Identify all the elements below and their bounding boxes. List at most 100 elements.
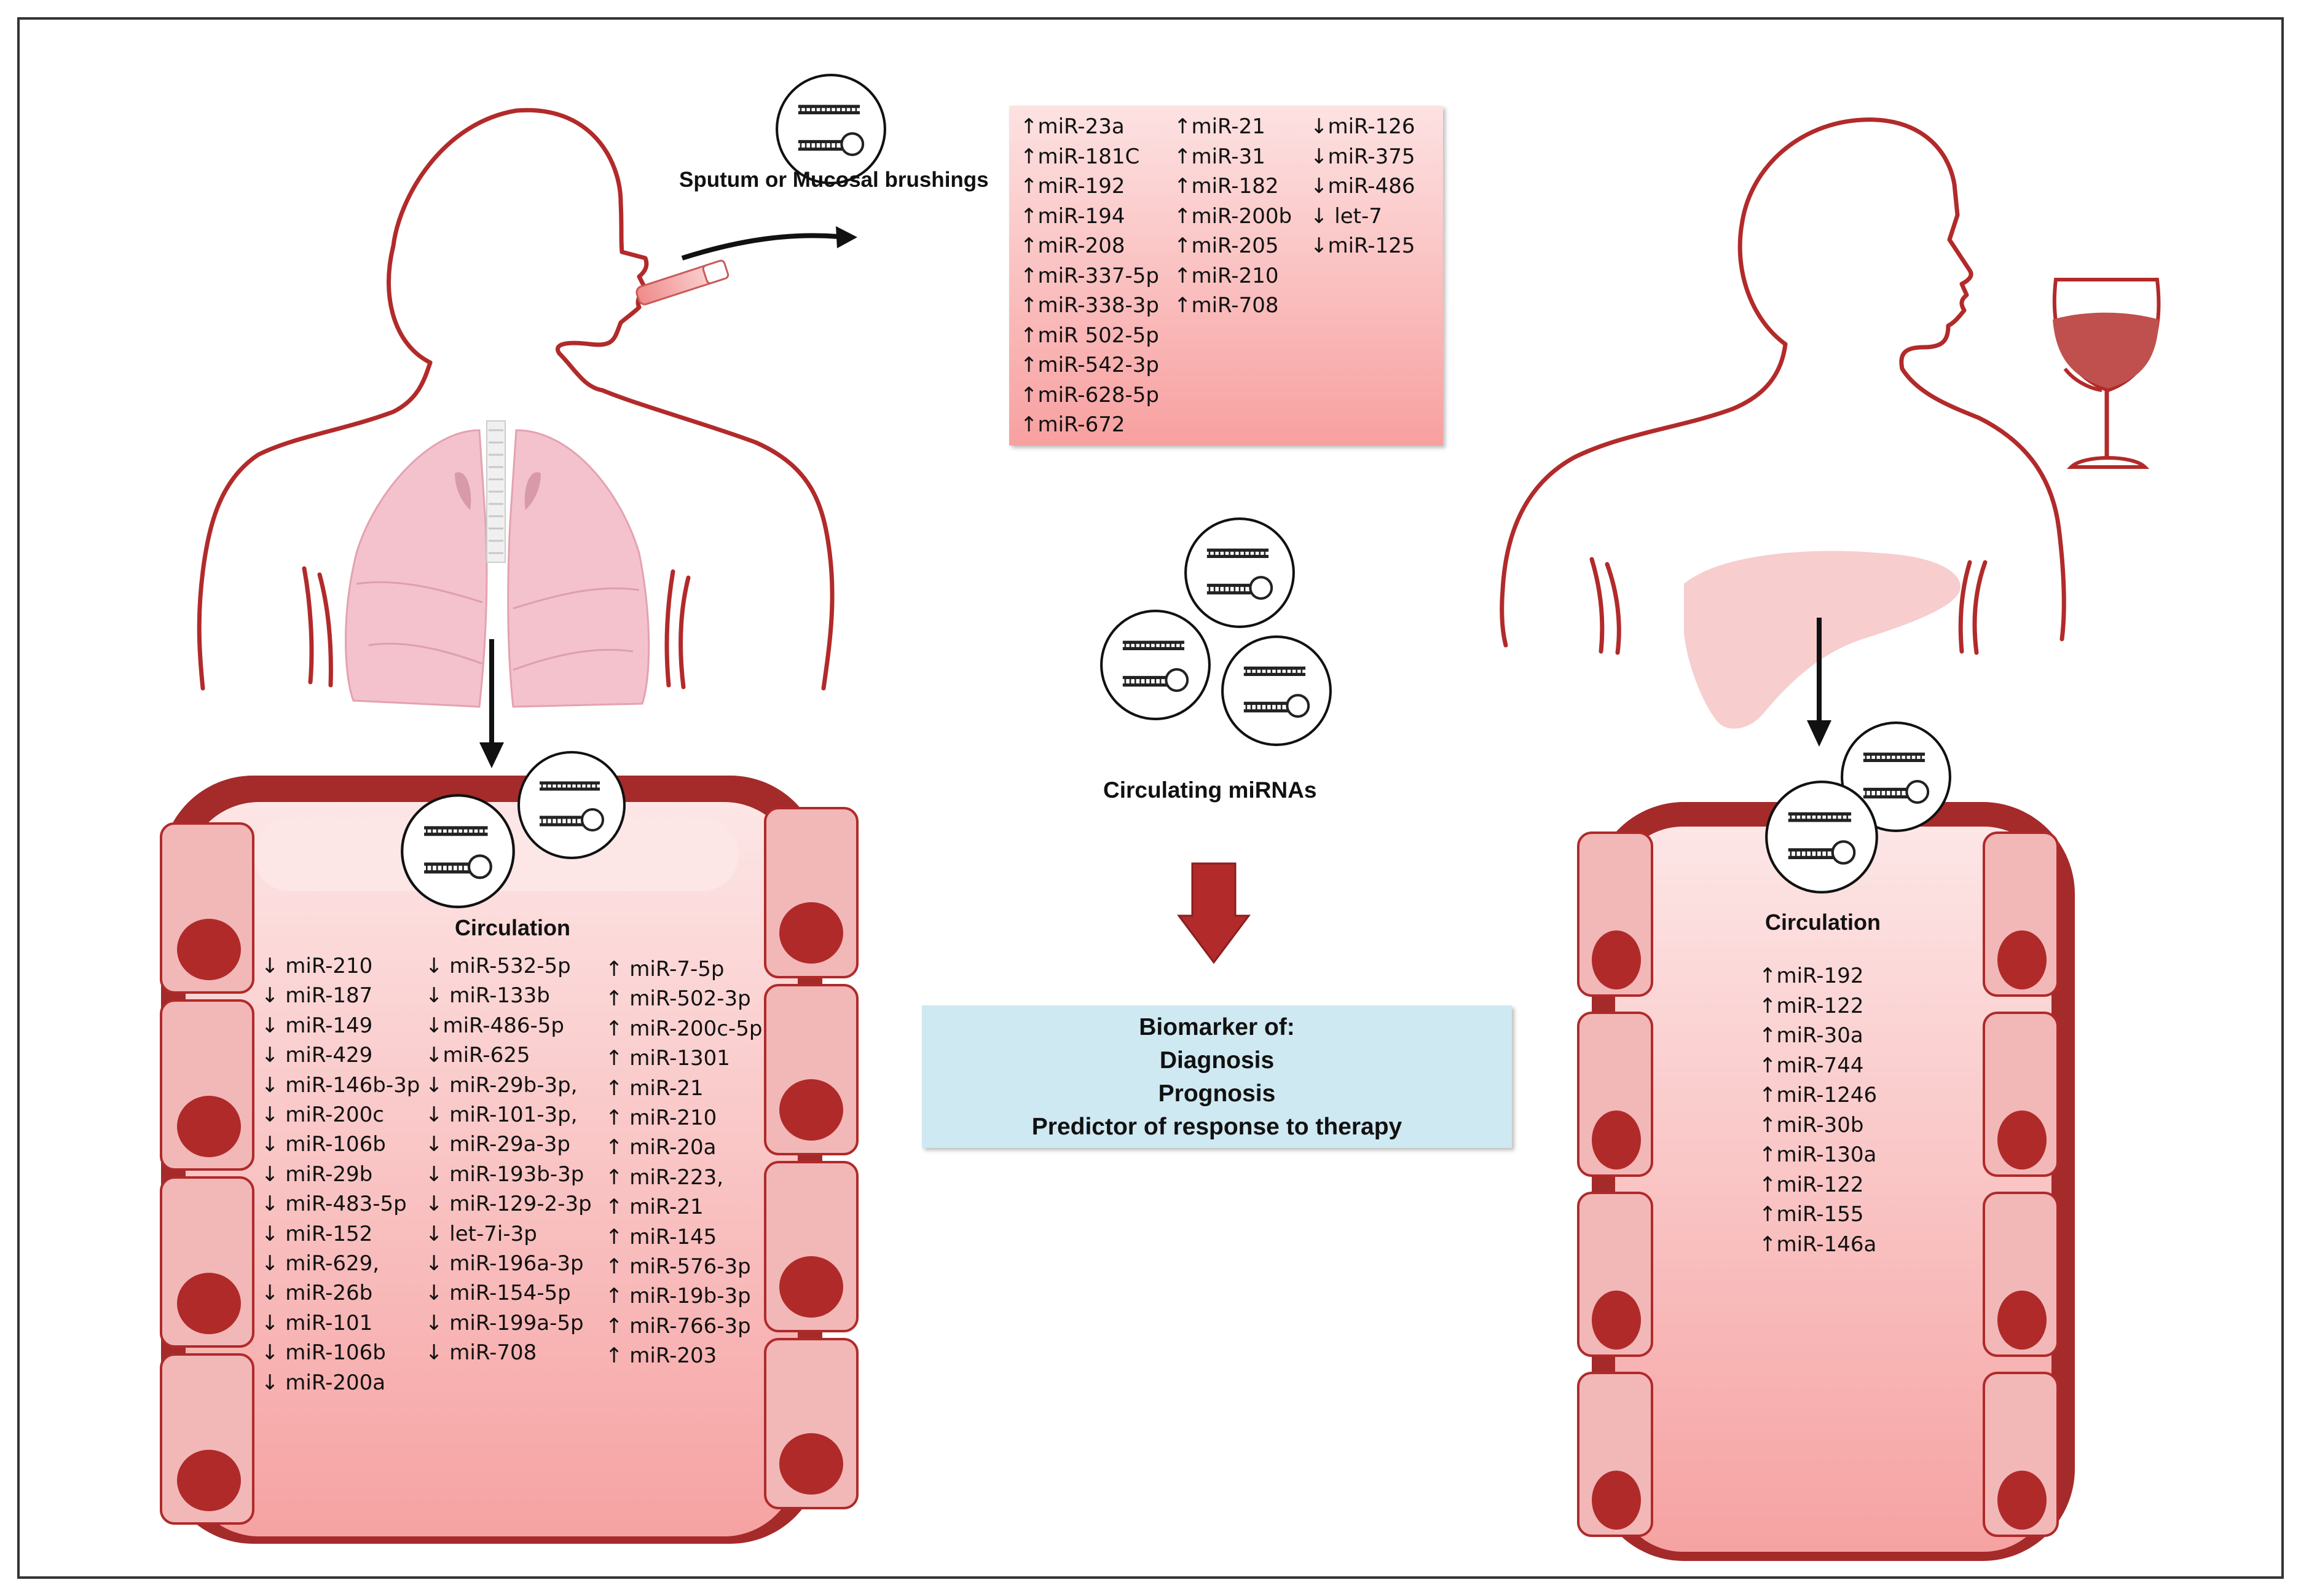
liver-circulation-mirna-item: ↑miR-1246 xyxy=(1759,1083,1878,1107)
lung-circulation-mirna-item: ↓ miR-29b xyxy=(261,1162,373,1187)
mirna-icon-liver-2 xyxy=(1766,782,1877,892)
lung-circulation-mirna-item: ↓ miR-429 xyxy=(261,1043,373,1068)
sputum-mirna-item: ↑miR-200b xyxy=(1174,203,1292,229)
biomarker-box: Biomarker of: Diagnosis Prognosis Predic… xyxy=(922,1005,1512,1148)
lung-circulation-mirna-item: ↓ miR-129-2-3p xyxy=(425,1192,592,1217)
lung-circulation-mirna-item: ↓ miR-154-5p xyxy=(425,1281,571,1306)
lungs-illustration xyxy=(345,420,650,708)
lung-circulation-mirna-item: ↓ miR-149 xyxy=(261,1013,373,1038)
lung-circulation-mirna-item: ↓ miR-200c xyxy=(261,1103,384,1128)
sputum-mirna-item: ↑miR-31 xyxy=(1174,144,1265,169)
lung-circulation-mirna-item: ↓ miR-708 xyxy=(425,1340,537,1366)
mirna-icon-lung-1 xyxy=(519,752,624,858)
sputum-mirna-item: ↑miR 502-5p xyxy=(1020,323,1159,348)
sputum-mirna-item: ↑miR-182 xyxy=(1174,174,1279,199)
lung-circulation-mirna-item: ↓ miR-483-5p xyxy=(261,1192,407,1217)
lung-circulation-mirna-item: ↑ miR-19b-3p xyxy=(605,1284,751,1309)
lung-circulation-mirna-item: ↓ miR-133b xyxy=(425,983,550,1008)
sputum-list-col2: ↑miR-21 ↑miR-31 ↑miR-182 ↑miR-200b ↑miR-205 ↑… xyxy=(1174,112,1292,321)
right-blood-vessel xyxy=(1577,802,2075,1561)
liver-circulation-mirna-item: ↑miR-122 xyxy=(1759,1172,1864,1197)
right-person-outline xyxy=(1500,117,2066,655)
sputum-mirna-item: ↑miR-542-3p xyxy=(1020,353,1159,377)
left-blood-vessel xyxy=(160,776,859,1544)
sputum-mirna-item: ↑miR-192 xyxy=(1020,174,1125,199)
down-block-arrow xyxy=(1177,862,1251,964)
sputum-mirna-item: ↑miR-23a xyxy=(1020,114,1125,139)
wine-glass-icon xyxy=(2052,278,2161,469)
lung-circulation-mirna-item: ↑ miR-576-3p xyxy=(605,1254,751,1280)
sputum-mirna-item: ↑miR-672 xyxy=(1020,412,1125,437)
sputum-mirna-item: ↓ let-7 xyxy=(1310,203,1382,229)
circulating-mirnas-label: Circulating miRNAs xyxy=(1103,777,1317,803)
lung-circulation-mirna-item: ↓miR-625 xyxy=(425,1043,530,1068)
biomarker-diagnosis: Diagnosis xyxy=(1159,1047,1275,1074)
lung-circulation-mirna-item: ↓ let-7i-3p xyxy=(425,1221,537,1246)
lung-circulation-list-col1: ↓ miR-210 ↓ miR-187 ↓ miR-149 ↓ miR-429 ↓ mi… xyxy=(261,951,420,1397)
liver-circulation-mirna-item: ↑miR-146a xyxy=(1759,1232,1877,1257)
liver-to-vessel-arrow xyxy=(1807,618,1831,747)
lung-circulation-mirna-item: ↓ miR-199a-5p xyxy=(425,1310,584,1335)
mirna-icon-sputum xyxy=(777,75,885,183)
lung-circulation-mirna-item: ↑ miR-20a xyxy=(605,1135,717,1160)
lung-circulation-mirna-item: ↓ miR-106b xyxy=(261,1132,386,1157)
liver-circulation-title: Circulation xyxy=(1765,910,1881,935)
sputum-mirna-item: ↓miR-126 xyxy=(1310,114,1415,139)
lung-circulation-mirna-item: ↑ miR-203 xyxy=(605,1343,717,1369)
lung-circulation-mirna-item: ↓ miR-187 xyxy=(261,983,373,1008)
liver-circulation-list: ↑miR-192 ↑miR-122 ↑miR-30a ↑miR-744 ↑miR-124… xyxy=(1759,961,1877,1259)
lung-circulation-mirna-item: ↑ miR-7-5p xyxy=(605,957,725,981)
lung-circulation-mirna-item: ↑ miR-210 xyxy=(605,1106,717,1131)
liver-circulation-mirna-item: ↑miR-155 xyxy=(1759,1202,1864,1227)
sputum-title: Sputum or Mucosal brushings xyxy=(679,168,989,192)
sputum-mirna-item: ↑miR-338-3p xyxy=(1020,293,1159,318)
lung-circulation-mirna-item: ↓ miR-29a-3p xyxy=(425,1132,570,1157)
sputum-mirna-box: ↑miR-23a ↑miR-181C ↑miR-192 ↑miR-194 ↑miR-20… xyxy=(1009,106,1443,446)
liver-illustration xyxy=(1684,551,1961,729)
lung-circulation-mirna-item: ↓ miR-101 xyxy=(261,1310,373,1335)
lung-circulation-mirna-item: ↓ miR-146b-3p xyxy=(261,1072,420,1098)
sputum-mirna-item: ↑miR-628-5p xyxy=(1020,382,1159,407)
lung-circulation-mirna-item: ↓ miR-210 xyxy=(261,954,373,978)
sputum-mirna-item: ↑miR-205 xyxy=(1174,234,1279,258)
sputum-mirna-item: ↓miR-486 xyxy=(1310,174,1415,199)
lung-circulation-mirna-item: ↓miR-486-5p xyxy=(425,1013,564,1038)
lung-circulation-title: Circulation xyxy=(455,915,571,940)
lung-circulation-mirna-item: ↑ miR-21 xyxy=(605,1195,704,1220)
lung-circulation-mirna-item: ↓ miR-152 xyxy=(261,1221,373,1246)
sputum-mirna-item: ↑miR-208 xyxy=(1020,234,1125,258)
lung-circulation-mirna-item: ↓ miR-532-5p xyxy=(425,954,571,978)
lung-circulation-mirna-item: ↓ miR-196a-3p xyxy=(425,1251,584,1276)
sputum-mirna-item: ↑miR-181C xyxy=(1020,144,1140,169)
lung-circulation-mirna-item: ↓ miR-200a xyxy=(261,1370,386,1395)
mirna-icon-lung-2 xyxy=(402,795,514,907)
lung-circulation-list-col3: ↑ miR-7-5p ↑ miR-502-3p ↑ miR-200c-5p ↑ miR… xyxy=(605,954,762,1371)
lung-circulation-mirna-item: ↓ miR-106b xyxy=(261,1340,386,1366)
sputum-tube xyxy=(635,259,730,305)
sputum-mirna-item: ↓miR-125 xyxy=(1310,234,1415,258)
lung-circulation-mirna-item: ↑ miR-766-3p xyxy=(605,1313,751,1339)
lung-circulation-mirna-item: ↑ miR-21 xyxy=(605,1075,704,1101)
liver-circulation-mirna-item: ↑miR-192 xyxy=(1759,964,1864,988)
mirna-icon-center-1 xyxy=(1186,519,1294,627)
liver-circulation-mirna-item: ↑miR-744 xyxy=(1759,1053,1864,1078)
sputum-mirna-item: ↓miR-375 xyxy=(1310,144,1415,169)
biomarker-predictor: Predictor of response to therapy xyxy=(1031,1114,1402,1140)
liver-circulation-mirna-item: ↑miR-30a xyxy=(1759,1023,1863,1048)
sputum-mirna-item: ↑miR-194 xyxy=(1020,203,1125,229)
lung-circulation-mirna-item: ↑ miR-200c-5p xyxy=(605,1016,763,1041)
liver-circulation-mirna-item: ↑miR-130a xyxy=(1759,1142,1877,1167)
figure-border xyxy=(17,17,2284,1579)
sputum-mirna-item: ↑miR-708 xyxy=(1174,293,1279,318)
sputum-mirna-item: ↑miR-21 xyxy=(1174,114,1265,139)
biomarker-prognosis: Prognosis xyxy=(1158,1080,1276,1107)
lung-circulation-mirna-item: ↓ miR-29b-3p, xyxy=(425,1072,578,1098)
sputum-mirna-item: ↑miR-210 xyxy=(1174,263,1279,288)
liver-circulation-mirna-item: ↑miR-122 xyxy=(1759,993,1864,1018)
lung-circulation-mirna-item: ↓ miR-26b xyxy=(261,1281,373,1306)
mirna-icon-center-2 xyxy=(1101,611,1210,719)
sputum-arrow xyxy=(681,226,857,261)
sputum-list-col1: ↑miR-23a ↑miR-181C ↑miR-192 ↑miR-194 ↑miR-20… xyxy=(1020,112,1159,440)
lung-circulation-mirna-item: ↑ miR-502-3p xyxy=(605,986,751,1012)
sputum-list-col3: ↓miR-126 ↓miR-375 ↓miR-486 ↓ let-7 ↓miR-125 xyxy=(1310,112,1415,261)
